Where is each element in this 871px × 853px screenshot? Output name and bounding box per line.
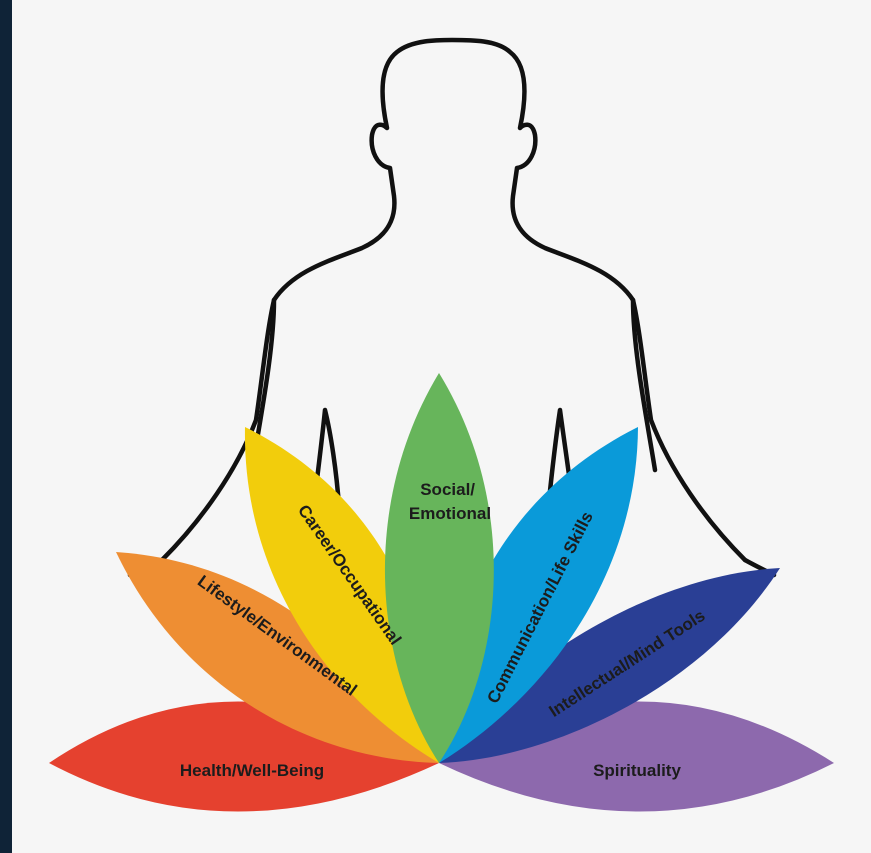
- petal-social: [384, 373, 494, 763]
- petal-career: [244, 427, 439, 763]
- label-spirituality: Spirituality: [593, 761, 681, 780]
- petal-communication: [439, 427, 638, 763]
- petal-intellectual: [439, 568, 780, 763]
- petal-lifestyle: [116, 552, 439, 763]
- diagram-panel: Health/Well-Being Lifestyle/Environmenta…: [12, 0, 871, 853]
- meditating-person-outline: [159, 37, 748, 563]
- petals-group: [49, 373, 834, 812]
- label-social: Social/ Emotional: [409, 480, 491, 523]
- label-health: Health/Well-Being: [180, 761, 324, 780]
- right-inner-arm-outline: [630, 297, 658, 473]
- lotus-diagram: Health/Well-Being Lifestyle/Environmenta…: [49, 37, 834, 812]
